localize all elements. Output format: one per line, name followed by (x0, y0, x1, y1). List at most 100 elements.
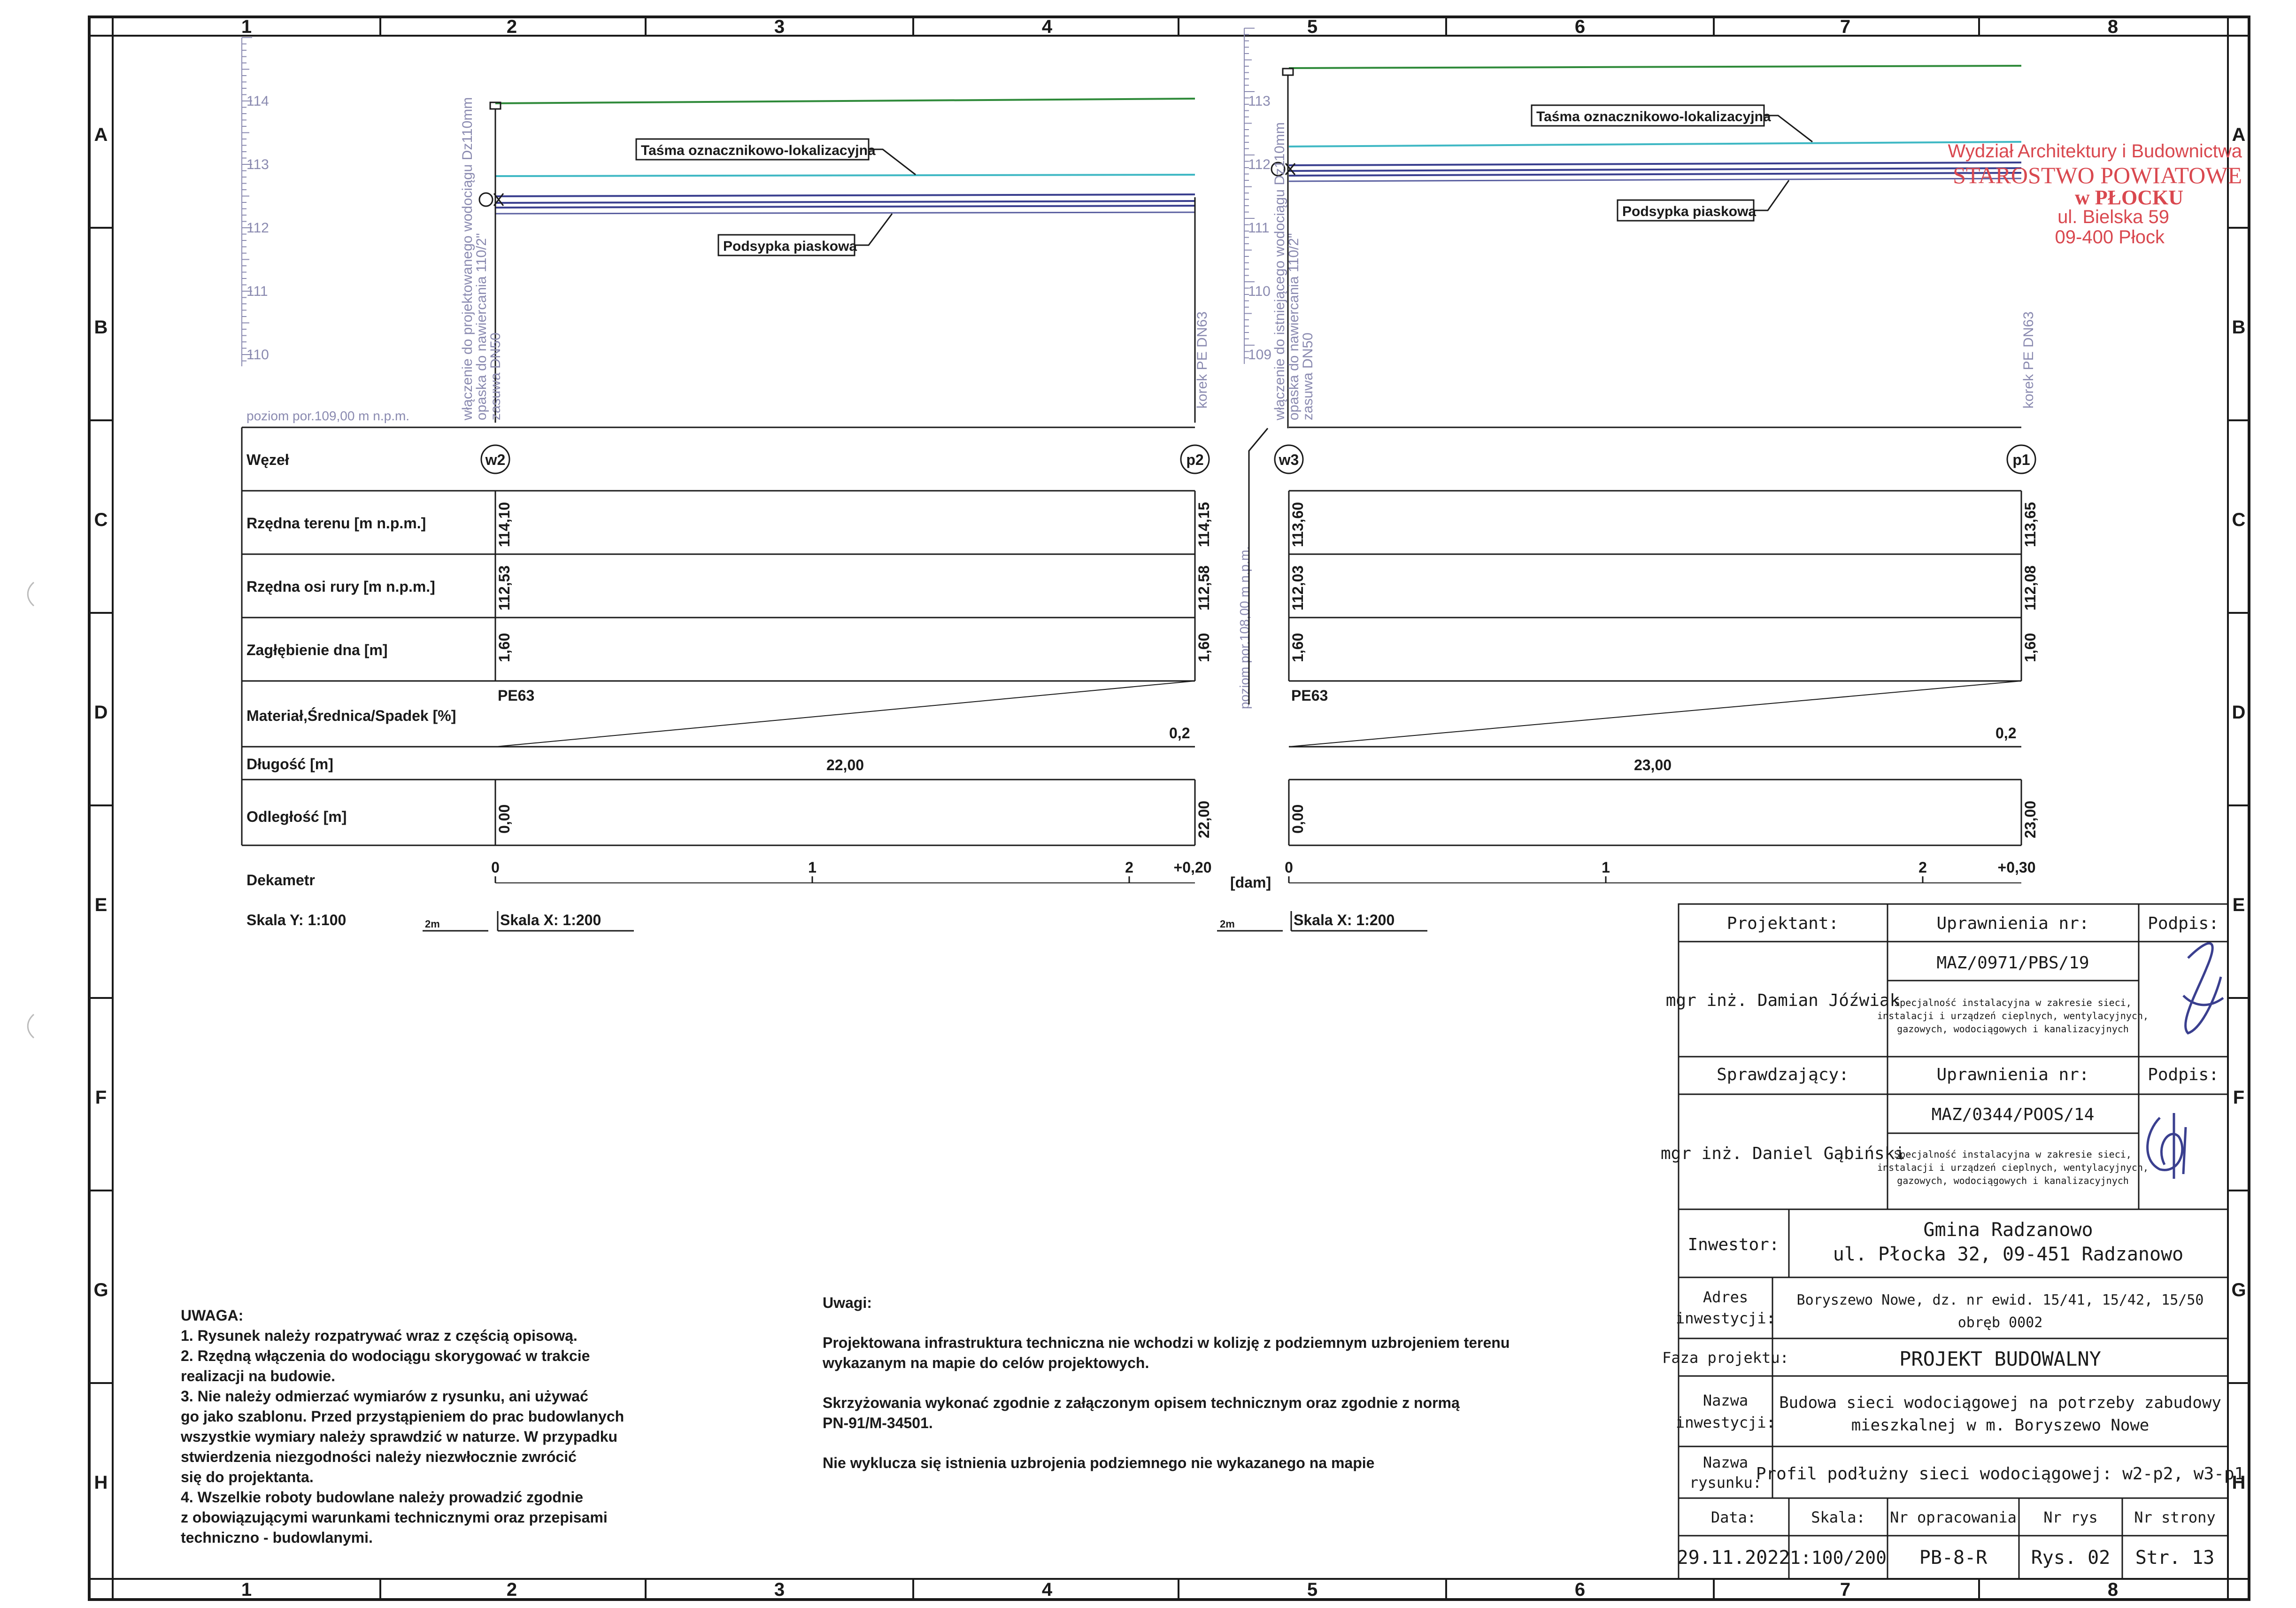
col-label-bottom: 1 (241, 1579, 252, 1600)
depth-value: 1,60 (1289, 633, 1306, 662)
note-line: stwierdzenia niezgodności należy niezwło… (181, 1448, 577, 1465)
col-label-top: 4 (1042, 16, 1053, 37)
vlabel: opaska do nawiercania 110/2" (1286, 233, 1302, 420)
callout-sand-text: Podsypka piaskowa (723, 239, 857, 254)
dekametr-value: 1 (808, 859, 817, 876)
data-value: 29.11.2022 (1677, 1547, 1790, 1569)
node-label: w2 (485, 451, 506, 468)
skala-value: 1:100/200 (1790, 1547, 1887, 1568)
length-value: 23,00 (1634, 757, 1672, 773)
vlabel-end: korek PE DN63 (2021, 311, 2036, 409)
callout-sand-text: Podsypka piaskowa (1622, 204, 1756, 219)
row-label-left: G (93, 1280, 108, 1300)
scale-bar-label: 2m (1220, 918, 1235, 930)
row-label-right: C (2232, 510, 2246, 530)
material-value: PE63 (1291, 687, 1328, 704)
inwestor-label: Inwestor: (1687, 1235, 1779, 1254)
title-block: Projektant: Uprawnienia nr: Podpis: MAZ/… (1661, 903, 2244, 1580)
office-stamp: Wydział Architektury i Budownictwa STARO… (1948, 141, 2242, 247)
col-label-bottom: 5 (1307, 1579, 1318, 1600)
notes-left: UWAGA: 1. Rysunek należy rozpatrywać wra… (180, 1307, 624, 1546)
data-label: Data: (1711, 1508, 1756, 1526)
distance-value: 22,00 (1195, 801, 1212, 838)
vertical-labels-start: włączenie do projektowanego wodociągu Dz… (460, 97, 503, 421)
pipe-axis-value: 112,08 (2022, 565, 2039, 611)
signature-projektant (2182, 942, 2224, 1035)
dekametr-value: 2 (1125, 859, 1133, 876)
scale-bar-left (423, 911, 634, 932)
stamp-line: Wydział Architektury i Budownictwa (1948, 141, 2242, 162)
slope-value: 0,2 (1996, 725, 2016, 742)
terrain-value: 114,15 (1195, 502, 1212, 547)
nr-strony-value: Str. 13 (2135, 1547, 2215, 1569)
node-w2: w2 (480, 444, 510, 474)
uprawnienia-label: Uprawnienia nr: (1936, 914, 2089, 933)
col-label-top: 5 (1307, 16, 1318, 37)
adres-label: Adres (1703, 1288, 1748, 1306)
nazwa-rysunku-label: Nazwa (1703, 1453, 1748, 1471)
scan-mark (27, 581, 35, 607)
notes-title: Uwagi: (823, 1294, 872, 1311)
tape-line (1288, 141, 2022, 147)
profile-table-right: w3 p1 113,60 113,65 112,03 112,08 1,60 1… (1217, 426, 2039, 932)
valve-symbol-start (478, 101, 504, 423)
podpis-label: Podpis: (2148, 914, 2219, 933)
projektant-label: Projektant: (1727, 914, 1839, 933)
note-line: Projektowana infrastruktura techniczna n… (823, 1334, 1510, 1351)
row-label-right: H (2232, 1472, 2246, 1493)
elev-tick: 113 (247, 157, 269, 172)
elev-tick: 109 (1248, 347, 1271, 363)
dekametr-label: Dekametr (247, 872, 315, 889)
spec-line: Specjalność instalacyjna w zakresie siec… (1894, 1149, 2132, 1160)
row-label-right: G (2231, 1280, 2246, 1300)
podpis-label: Podpis: (2148, 1065, 2219, 1084)
distance-value: 23,00 (2022, 801, 2039, 838)
adres-value: Boryszewo Nowe, dz. nr ewid. 15/41, 15/4… (1797, 1292, 2204, 1308)
scale-y: Skala Y: 1:100 (247, 912, 346, 928)
row-labels: A B C D E F G H A B C D E F G H (93, 124, 2246, 1493)
projektant-license: MAZ/0971/PBS/19 (1936, 953, 2089, 973)
row-label-material: Materiał,Średnica/Spadek [%] (247, 707, 456, 724)
note-line: go jako szablonu. Przed przystąpieniem d… (181, 1408, 624, 1425)
elev-tick: 112 (247, 220, 269, 236)
row-label-node: Węzeł (247, 451, 289, 468)
row-label-column: Węzeł Rzędna terenu [m n.p.m.] Rzędna os… (247, 451, 456, 889)
faza-label: Faza projektu: (1662, 1349, 1789, 1367)
row-label-length: Długość [m] (247, 756, 333, 773)
callout-sand: Podsypka piaskowa (1617, 180, 1790, 222)
col-label-bottom: 6 (1575, 1579, 1585, 1600)
callout-tape-text: Taśma oznacznikowo-lokalizacyjna (641, 143, 876, 158)
callout-tape: Taśma oznacznikowo-lokalizacyjna (635, 138, 916, 176)
row-label-left: B (94, 317, 108, 338)
elev-tick: 112 (1248, 157, 1271, 172)
vlabel: zasuwa DN50 (1300, 332, 1316, 420)
row-label-left: F (95, 1087, 107, 1108)
elev-tick: 111 (247, 284, 268, 299)
col-label-bottom: 4 (1042, 1579, 1053, 1600)
row-dividers (89, 227, 2249, 1384)
note-line: wykazanym na mapie do celów projektowych… (822, 1354, 1149, 1371)
nr-opracowania-value: PB-8-R (1919, 1547, 1988, 1569)
row-label-right: F (2233, 1087, 2244, 1108)
nr-strony-label: Nr strony (2134, 1508, 2215, 1526)
spec-line: gazowych, wodociągowych i kanalizacyjnyc… (1897, 1175, 2129, 1186)
column-labels: 1 2 3 4 5 6 7 8 1 2 3 4 5 6 7 8 (241, 16, 2118, 1600)
row-label-left: A (94, 124, 108, 145)
row-label-right: B (2232, 317, 2246, 338)
profile-left: 114 113 112 111 110 poziom por.109,00 m … (241, 37, 1210, 423)
col-label-top: 6 (1575, 16, 1585, 37)
note-line: się do projektanta. (181, 1469, 314, 1485)
pipe-line (495, 193, 1195, 209)
title-block-text: Projektant: Uprawnienia nr: Podpis: MAZ/… (1661, 914, 2244, 1569)
terrain-value: 113,65 (2022, 502, 2039, 547)
spec-line: instalacji i urządzeń cieplnych, wentyla… (1877, 1010, 2149, 1021)
elev-tick: 110 (1248, 284, 1271, 299)
spec-line: gazowych, wodociągowych i kanalizacyjnyc… (1897, 1023, 2129, 1035)
material-value: PE63 (498, 687, 534, 704)
note-line: z obowiązującymi warunkami technicznymi … (181, 1509, 608, 1526)
nazwa-inwestycji-value: Budowa sieci wodociągowej na potrzeby za… (1779, 1393, 2221, 1412)
table-values-left: 114,10 114,15 112,53 112,58 1,60 1,60 0,… (491, 502, 1271, 891)
elevation-tick-labels-left: 114 113 112 111 110 (247, 93, 269, 363)
sprawdzajacy-label: Sprawdzający: (1717, 1065, 1849, 1084)
note-line: PN-91/M-34501. (823, 1415, 933, 1431)
